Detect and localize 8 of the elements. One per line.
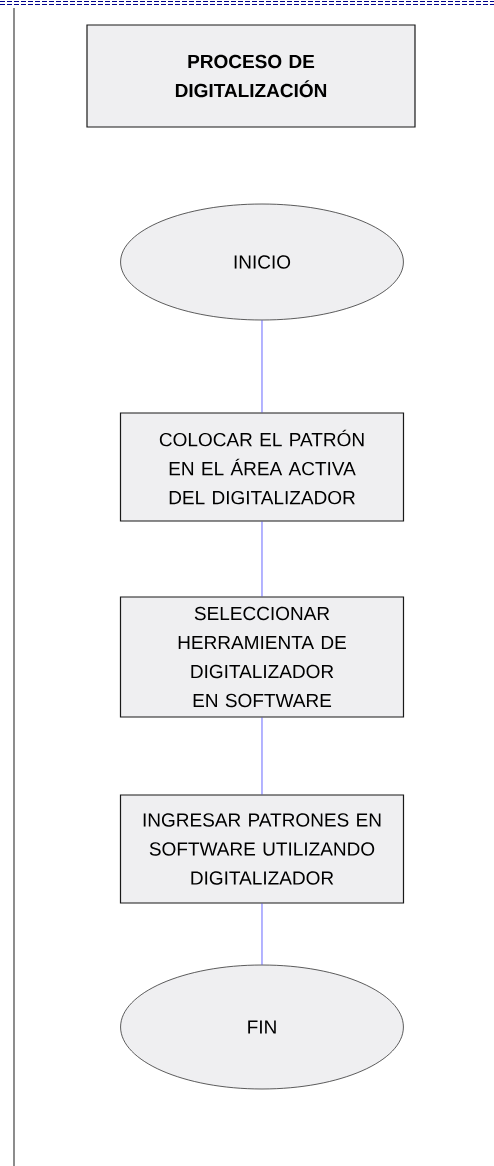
process-box: COLOCAR EL PATRÓN EN EL ÁREA ACTIVA DEL DIGITALIZADOR bbox=[119, 412, 405, 522]
process-box: SELECCIONAR HERRAMIENTA DE DIGITALIZADOR EN SOFTWARE bbox=[119, 596, 405, 718]
connector-line bbox=[261, 717, 263, 795]
connector-line bbox=[261, 320, 263, 413]
connector-line bbox=[261, 521, 263, 597]
process-box: INGRESAR PATRONES EN SOFTWARE UTILIZANDO DIGITALIZADOR bbox=[119, 794, 405, 904]
connector-line bbox=[261, 903, 263, 965]
title-box: PROCESO DE DIGITALIZACIÓN bbox=[86, 24, 416, 128]
